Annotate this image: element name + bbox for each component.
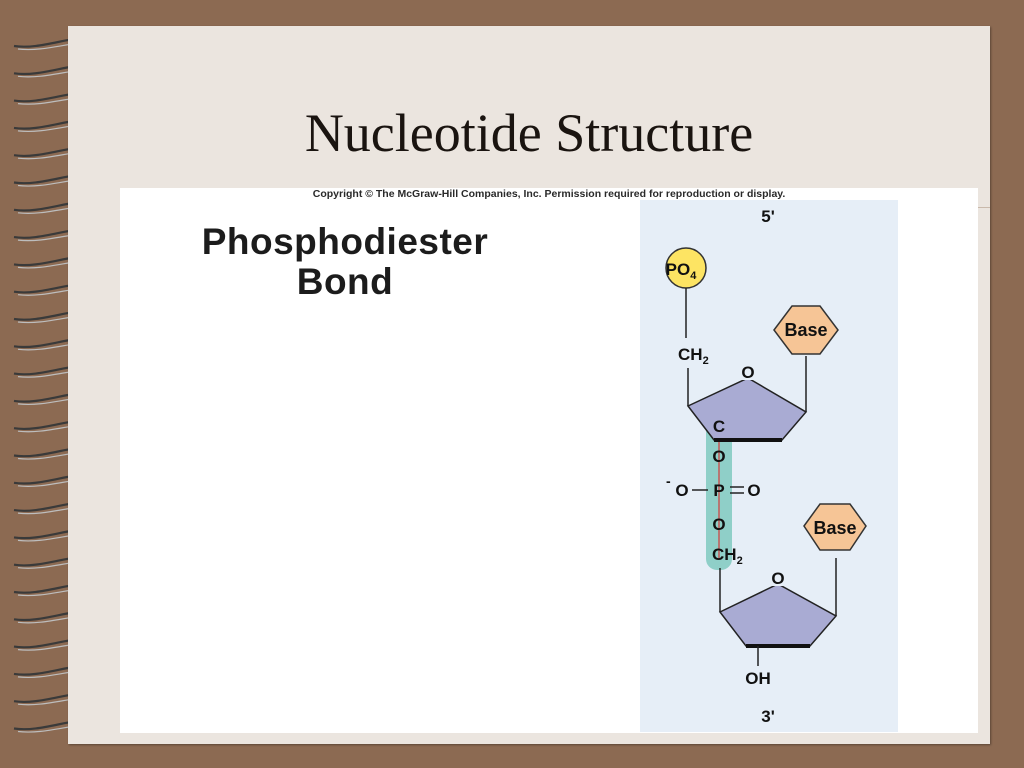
linker-o-lower: O (712, 515, 725, 534)
ring-o-bottom-bg (768, 568, 788, 586)
phosphate-left-o: O (675, 481, 688, 500)
ch2-top-sub: 2 (703, 355, 709, 367)
phosphate-p: P (713, 481, 724, 500)
bond-label: Phosphodiester Bond (160, 222, 530, 302)
ring-o-bottom: O (771, 569, 784, 588)
base-top-label: Base (784, 320, 827, 340)
ring-o-top: O (741, 363, 754, 382)
five-prime-label: 5' (761, 207, 775, 226)
three-prime-label: 3' (761, 707, 775, 726)
base-bottom (803, 503, 867, 551)
ch2-top: CH2 (678, 345, 709, 367)
hydroxyl-oh: OH (745, 669, 771, 688)
base-bottom-label: Base (813, 518, 856, 538)
phosphate-minus: - (666, 473, 671, 489)
phosphate-text: PO4 (666, 260, 698, 282)
page-title: Nucleotide Structure (304, 103, 754, 163)
phosphate-right-o: O (747, 481, 760, 500)
sugar-ring-bottom (718, 583, 838, 647)
bond-label-line2: Bond (296, 261, 394, 302)
ch2-top-text: CH (678, 345, 703, 364)
copyright-notice: Copyright © The McGraw-Hill Companies, I… (312, 188, 786, 200)
nucleotide-figure: Copyright © The McGraw-Hill Companies, I… (120, 188, 978, 733)
ch2-bottom-sub: 2 (737, 555, 743, 567)
phosphate-po: PO (666, 260, 691, 279)
sugar-ring-top (686, 377, 808, 441)
ch2-bottom-text: CH (712, 545, 737, 564)
carbon-c: C (713, 417, 725, 436)
phosphate-sub: 4 (690, 270, 697, 282)
ch2-bottom: CH2 (712, 545, 743, 567)
bond-label-line1: Phosphodiester (201, 221, 489, 262)
linker-o-upper: O (712, 447, 725, 466)
nucleotide-diagram: 5' PO4 CH2 O Base C O - O P O O CH2 (640, 200, 898, 732)
base-top (773, 305, 839, 355)
ring-o-top-bg (738, 362, 758, 380)
